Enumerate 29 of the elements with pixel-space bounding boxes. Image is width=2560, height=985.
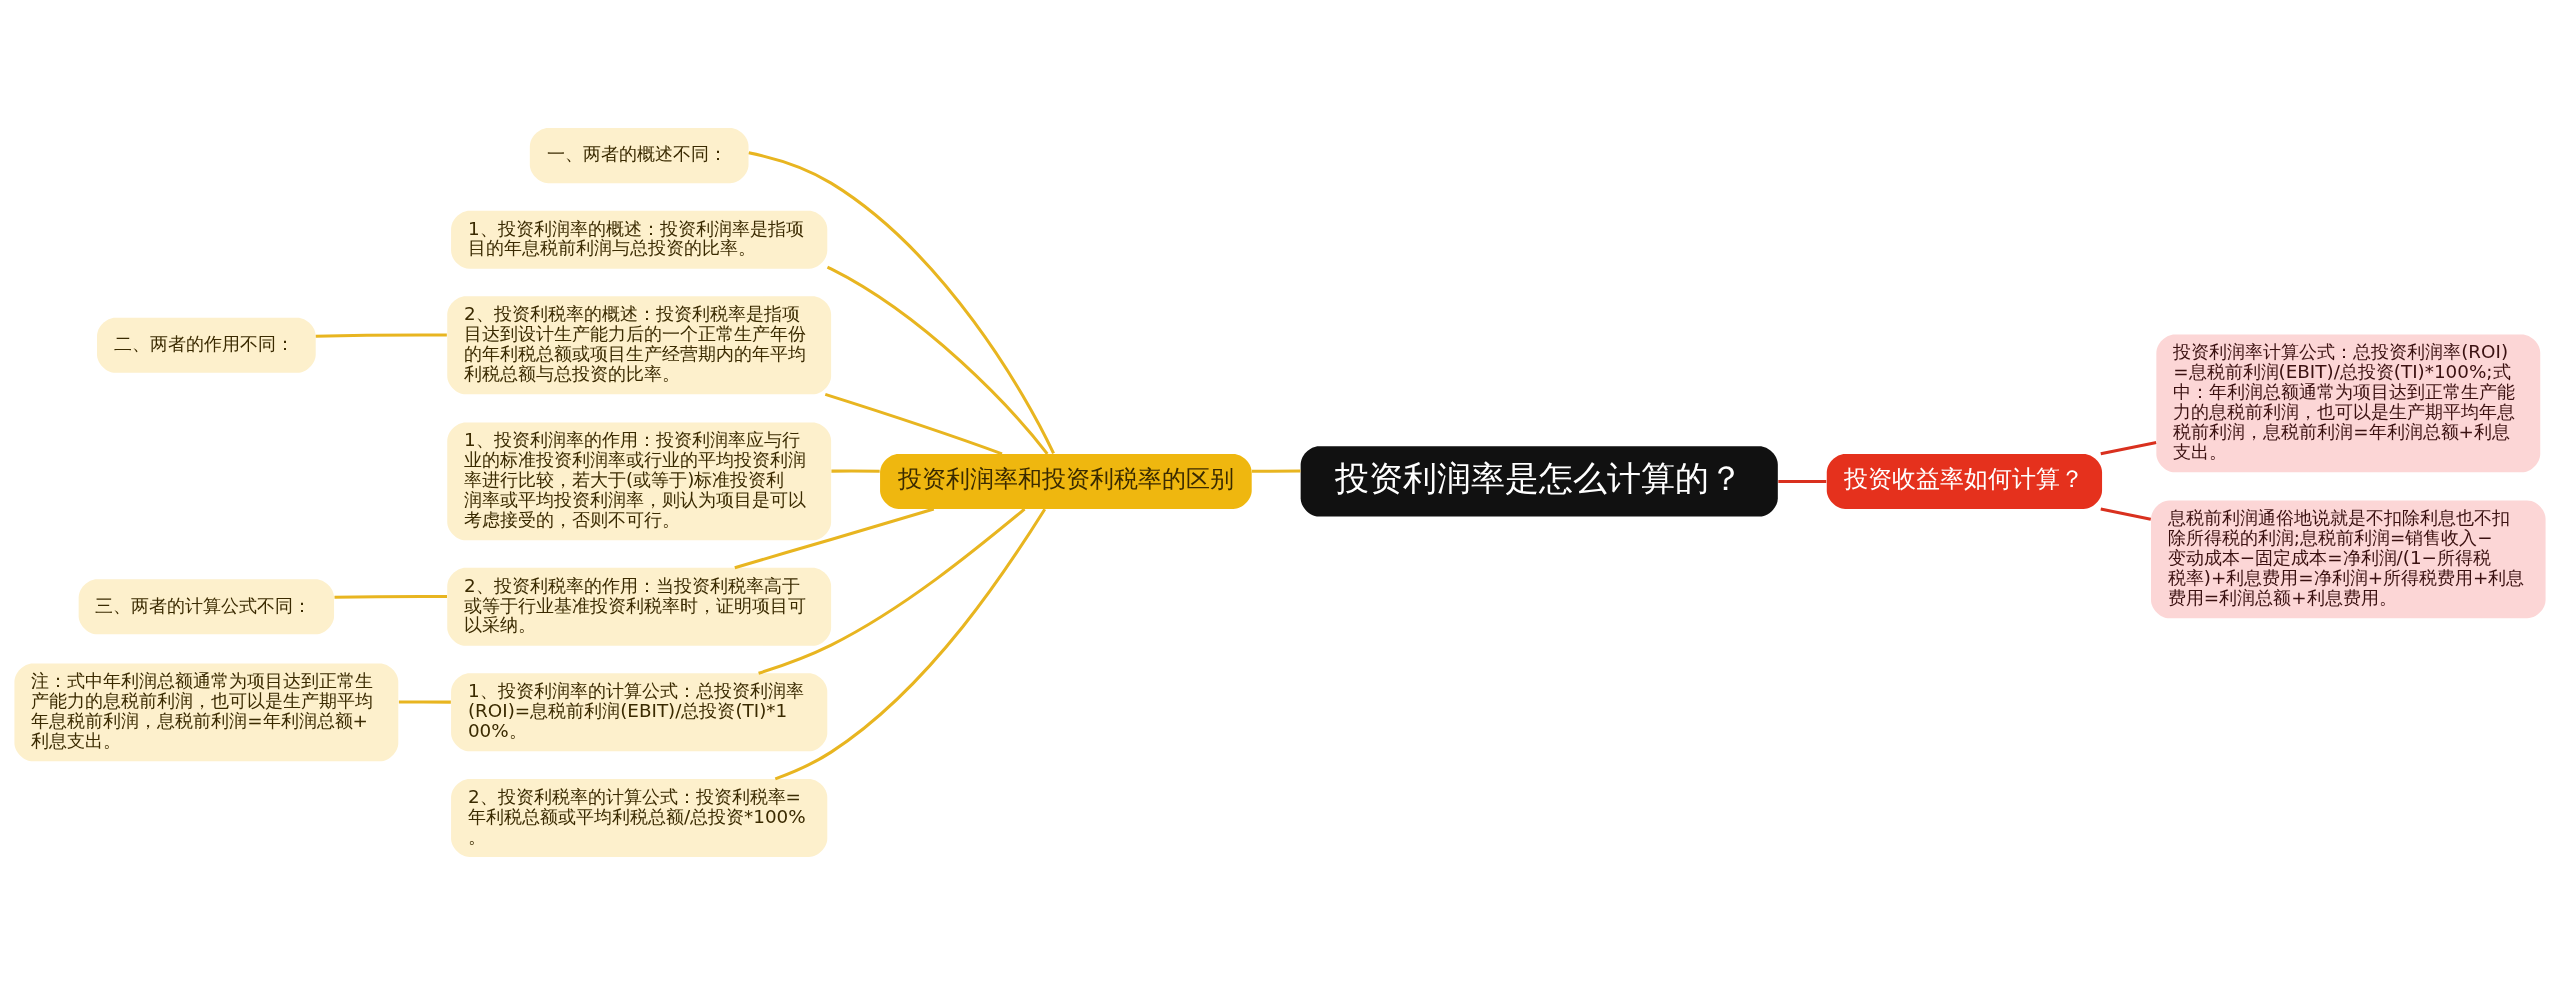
node-box: 2、投资利税率的作用：当投资利税率高于或等于行业基准投资利税率时，证明项目可以采纳。 xyxy=(447,567,832,646)
connector xyxy=(315,333,447,338)
connector xyxy=(334,594,447,599)
connector xyxy=(824,392,1003,456)
node-box: 注：式中年利润总额通常为项目达到正常生产能力的息税前利润，也可以是生产期平均年息税前利润，息税前利润=年利润总额+利息支出。 xyxy=(14,663,399,762)
connector xyxy=(2100,507,2152,521)
node-box: 1、投资利润率的概述：投资利润率是指项目的年息税前利润与总投资的比率。 xyxy=(451,210,828,269)
connector xyxy=(826,265,1049,455)
connector xyxy=(1778,479,1827,483)
node-box: 投资收益率如何计算？ xyxy=(1826,453,2103,509)
connector xyxy=(748,151,1055,455)
node-box: 投资利润率和投资利税率的区别 xyxy=(880,453,1252,509)
connector xyxy=(831,469,880,473)
connector xyxy=(734,507,935,570)
connector xyxy=(1251,469,1301,473)
node-box: 2、投资利税率的概述：投资利税率是指项目达到设计生产能力后的一个正常生产年份的年利税总额或项目生产经营期内的年平均利税总额与总投资的比率。 xyxy=(447,296,832,395)
connector xyxy=(774,508,1047,781)
connector xyxy=(2100,440,2157,456)
node-box: 投资利润率计算公式：总投资利润率(ROI)=息税前利润(EBIT)/总投资(TI)*100%;式中：年利润总额通常为项目达到正常生产能力的息税前利润，也可以是生产期平均年息税前利润，息税前利润=年利润总额+利息支出。 xyxy=(2156,334,2541,473)
node-box: 投资利润率是怎么计算的？ xyxy=(1300,446,1778,517)
node-box: 1、投资利润率的作用：投资利润率应与行业的标准投资利润率或行业的平均投资利润率进行比较，若大于(或等于)标准投资利润率或平均投资利润率，则认为项目是可以考虑接受的，否则不可行。 xyxy=(447,422,832,541)
connector xyxy=(398,700,451,704)
node-box: 1、投资利润率的计算公式：总投资利润率(ROI)=息税前利润(EBIT)/总投资(TI)*100%。 xyxy=(451,673,828,752)
node-box: 2、投资利税率的计算公式：投资利税率=年利税总额或平均利税总额/总投资*100%。 xyxy=(451,778,828,857)
node-box: 三、两者的计算公式不同： xyxy=(78,579,335,635)
node-box: 息税前利润通俗地说就是不扣除利息也不扣除所得税的利润;息税前利润=销售收入−变动成本−固定成本=净利润/(1−所得税税率)+利息费用=净利润+所得税费用+利息费用=利润总额+利息费用。 xyxy=(2151,500,2546,619)
node-box: 一、两者的概述不同： xyxy=(529,128,749,184)
node-box: 二、两者的作用不同： xyxy=(97,317,316,373)
connector xyxy=(758,507,1026,675)
